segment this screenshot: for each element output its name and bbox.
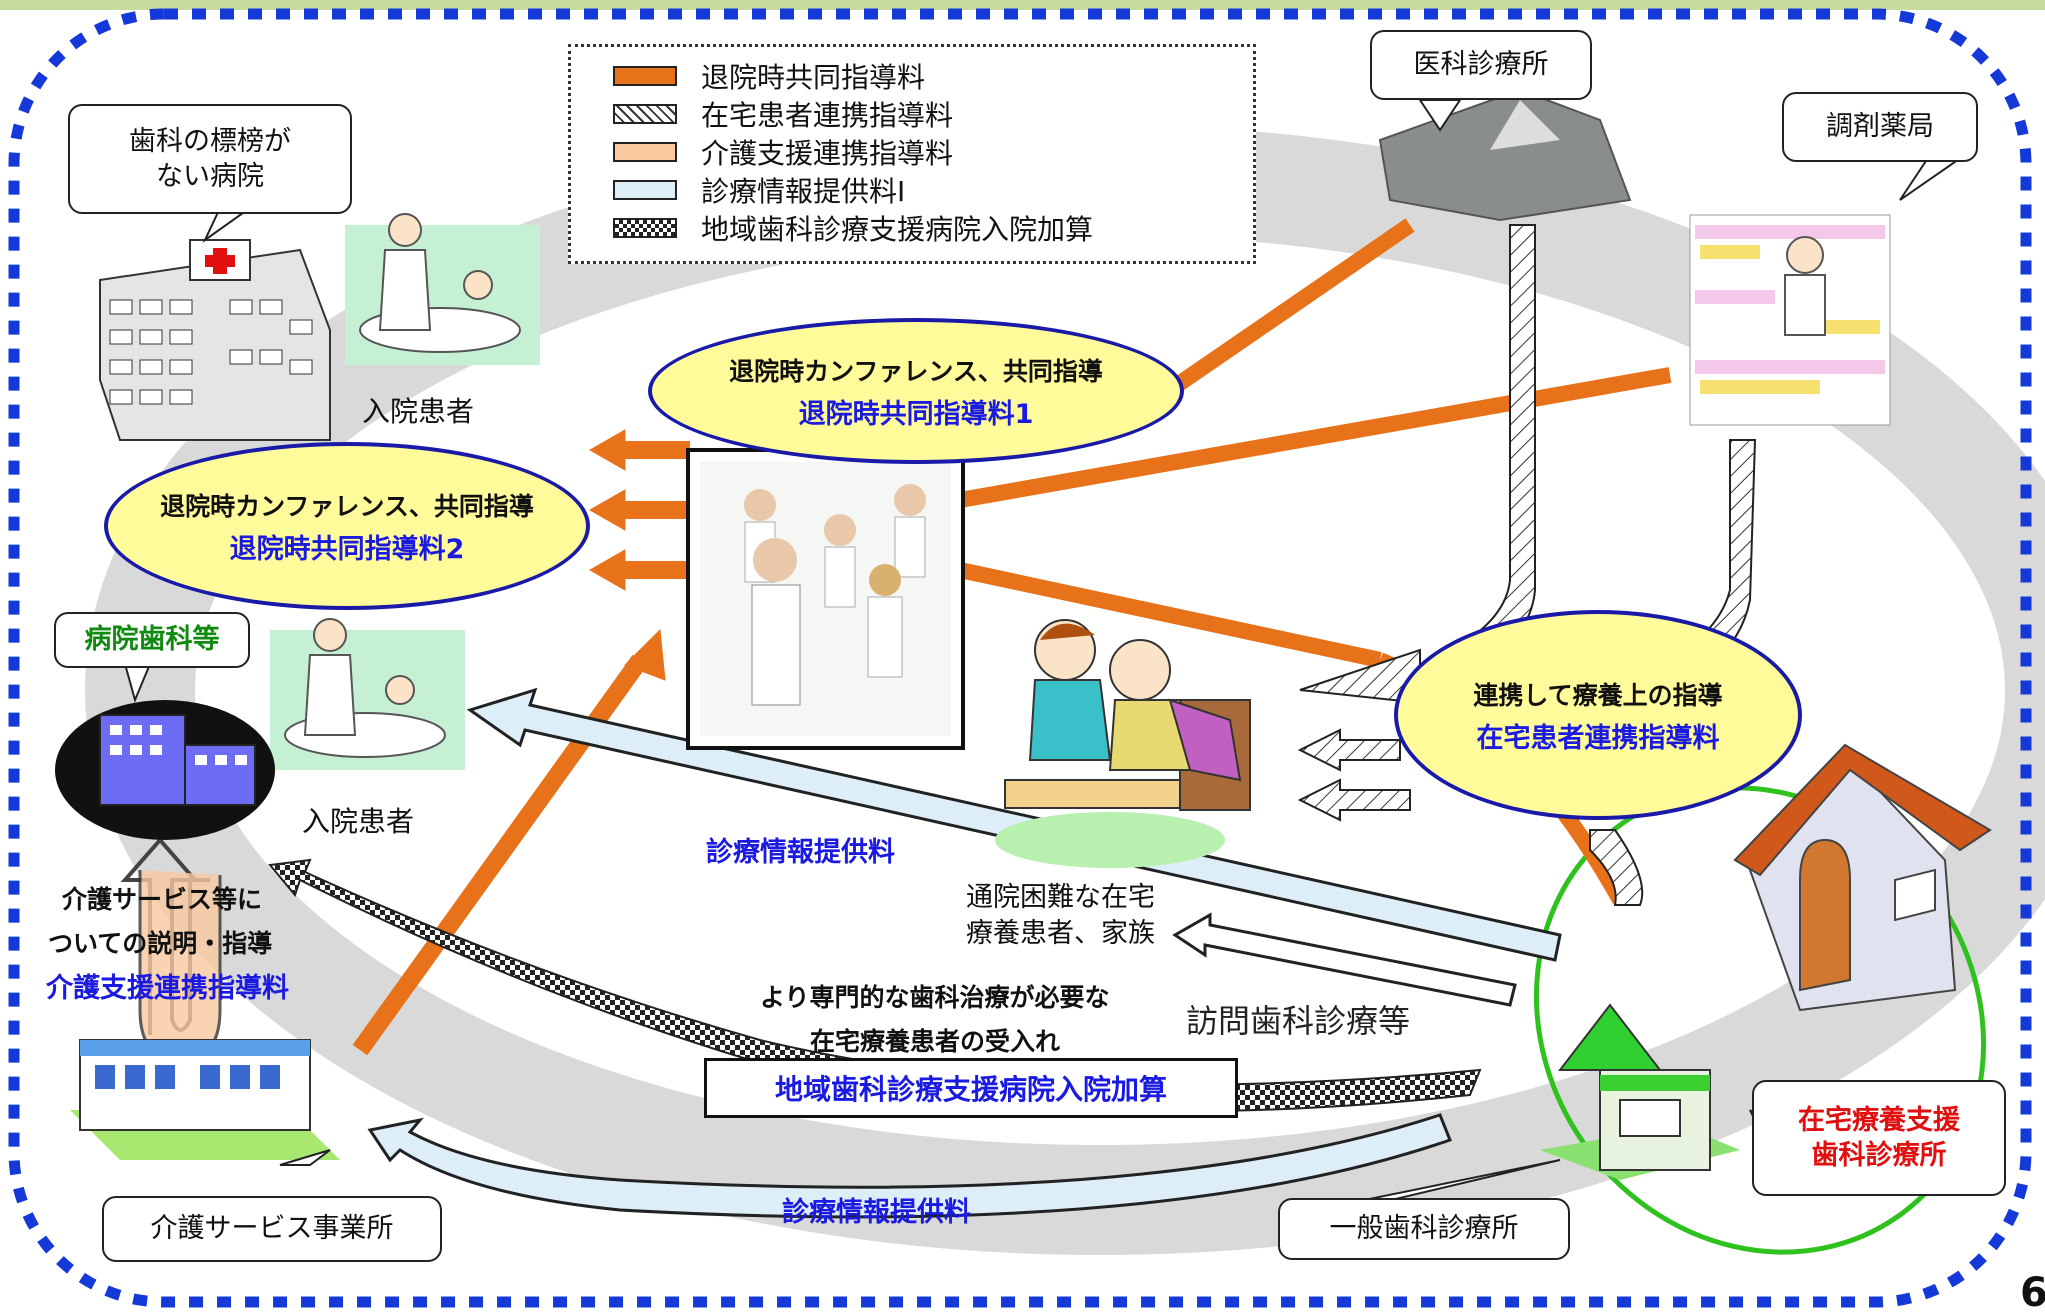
inpatient-top-illustration (345, 213, 540, 365)
inpatient-mid-illustration (270, 618, 465, 770)
care-office-icon (70, 1039, 340, 1160)
legend-item-home-coordination: 在宅患者連携指導料 (613, 95, 953, 133)
legend-label: 介護支援連携指導料 (701, 137, 954, 170)
hospital-icon (99, 239, 331, 441)
pharmacy-icon (1689, 214, 1891, 426)
legend-label: 退院時共同指導料 (701, 61, 926, 94)
callout-hospital-no-dental: 歯科の標榜が ない病院 (68, 104, 352, 214)
legend-swatch-orange (613, 66, 677, 86)
label-specialized-2: 在宅療養患者の受入れ (810, 1027, 1061, 1056)
oval-line2: 在宅患者連携指導料 (1476, 722, 1720, 754)
legend-swatch-peach (613, 142, 677, 162)
medical-clinic-icon (1378, 88, 1632, 222)
label-visit-dental: 訪問歯科診療等 (1186, 1002, 1411, 1040)
label-regional-fee: 地域歯科診療支援病院入院加算 (704, 1058, 1238, 1118)
callout-medical-clinic: 医科診療所 (1370, 30, 1592, 100)
label-inpatient-mid: 入院患者 (302, 805, 415, 838)
oval-line1: 退院時カンファレンス、共同指導 (729, 356, 1103, 386)
legend-swatch-checker (613, 218, 677, 238)
general-dental-icon (1540, 1003, 1740, 1180)
legend-swatch-lightblue (613, 180, 677, 200)
legend-label: 在宅患者連携指導料 (701, 99, 954, 132)
label-info-fee-bottom: 診療情報提供料 (782, 1197, 971, 1228)
page-number: 6 (2020, 1270, 2045, 1316)
boundary-dotted (8, 8, 2032, 1308)
callout-care-office: 介護サービス事業所 (102, 1196, 442, 1262)
oval-home-coordination: 連携して療養上の指導 在宅患者連携指導料 (1394, 610, 1802, 820)
label-info-fee-mid: 診療情報提供料 (706, 837, 895, 868)
legend-item-care-support: 介護支援連携指導料 (613, 133, 953, 171)
hatched-arrows (1297, 224, 1757, 906)
label-care-explain-2: ついての説明・指導 (48, 929, 273, 958)
label-specialized-1: より専門的な歯科治療が必要な (760, 983, 1110, 1012)
legend-label: 診療情報提供料Ⅰ (701, 175, 906, 208)
legend-box: 退院時共同指導料 在宅患者連携指導料 介護支援連携指導料 診療情報提供料Ⅰ 地域… (568, 44, 1256, 264)
hospital-dental-icon (55, 700, 275, 840)
home-support-dental-icon (1733, 743, 1992, 1012)
legend-label: 地域歯科診療支援病院入院加算 (701, 213, 1094, 246)
oval-line2: 退院時共同指導料2 (229, 533, 465, 565)
oval-line2: 退院時共同指導料1 (798, 398, 1034, 430)
legend-item-discharge: 退院時共同指導料 (613, 57, 925, 95)
legend-item-info-provision: 診療情報提供料Ⅰ (613, 171, 905, 209)
legend-swatch-hatch (613, 104, 677, 124)
callout-home-support-dental: 在宅療養支援 歯科診療所 (1752, 1080, 2006, 1196)
label-home-patient: 通院困難な在宅 療養患者、家族 (966, 882, 1155, 950)
oval-line1: 退院時カンファレンス、共同指導 (160, 491, 534, 521)
oval-discharge-conference-2: 退院時カンファレンス、共同指導 退院時共同指導料2 (104, 442, 590, 610)
label-inpatient-top: 入院患者 (362, 395, 475, 428)
home-patient-illustration (995, 619, 1251, 868)
callout-hospital-dental: 病院歯科等 (54, 612, 250, 668)
care-team-photo (686, 448, 965, 750)
top-band (0, 0, 2045, 10)
oval-discharge-conference-1: 退院時カンファレンス、共同指導 退院時共同指導料1 (648, 318, 1184, 464)
callout-general-dental: 一般歯科診療所 (1278, 1198, 1570, 1260)
label-care-fee: 介護支援連携指導料 (46, 973, 289, 1004)
label-care-explain-1: 介護サービス等に (62, 885, 263, 914)
oval-line1: 連携して療養上の指導 (1473, 680, 1723, 710)
callout-pharmacy: 調剤薬局 (1782, 92, 1978, 162)
legend-item-regional-dental: 地域歯科診療支援病院入院加算 (613, 209, 1093, 247)
